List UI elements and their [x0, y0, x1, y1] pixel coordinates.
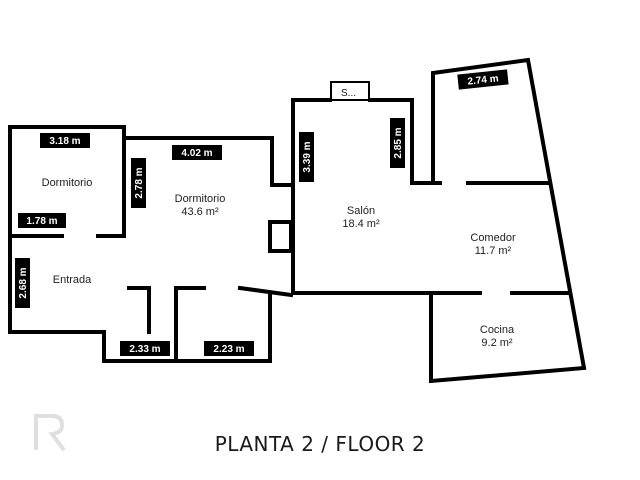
- dimension-text: 2.78 m: [134, 167, 145, 198]
- dimension-label: 3.39 m: [299, 132, 314, 182]
- dimension-text: 2.74 m: [467, 73, 499, 87]
- watermark-logo-icon: [34, 414, 66, 452]
- room-name: Entrada: [53, 274, 92, 286]
- walls: [8, 57, 587, 384]
- dimension-label: 2.68 m: [15, 258, 30, 308]
- room-area: 43.6 m²: [181, 206, 219, 218]
- dimension-label: 2.78 m: [131, 158, 146, 208]
- dimension-label: 2.23 m: [204, 341, 254, 356]
- room-name: Comedor: [470, 232, 516, 244]
- room-name: Cocina: [480, 324, 515, 336]
- dimension-text: 3.18 m: [49, 136, 80, 147]
- wall: [237, 285, 294, 298]
- room-name: Dormitorio: [175, 193, 226, 205]
- dimension-label: 4.02 m: [172, 145, 222, 160]
- dimension-label: 3.18 m: [40, 133, 90, 148]
- small-box-frame: [330, 81, 370, 101]
- dimension-label: 2.33 m: [120, 341, 170, 356]
- room-name: Salón: [347, 205, 375, 217]
- plan-caption: PLANTA 2 / FLOOR 2: [214, 432, 426, 456]
- dimension-text: 1.78 m: [26, 216, 57, 227]
- wall: [429, 57, 587, 384]
- dimension-text: 2.68 m: [18, 267, 29, 298]
- column: [268, 220, 293, 253]
- wall: [8, 125, 126, 238]
- wall: [8, 125, 106, 334]
- dimension-label: 2.74 m: [457, 69, 509, 90]
- wall: [127, 286, 151, 334]
- room-area: 9.2 m²: [481, 337, 513, 349]
- dimension-text: 3.39 m: [302, 141, 313, 172]
- dimension-text: 2.23 m: [213, 344, 244, 355]
- wall: [102, 294, 272, 363]
- dimension-label: 2.85 m: [390, 118, 405, 168]
- wall: [368, 98, 442, 185]
- room-area: 11.7 m²: [475, 245, 512, 257]
- wall: [122, 136, 295, 187]
- dimension-text: 4.02 m: [181, 148, 212, 159]
- room-area: 18.4 m²: [342, 218, 380, 230]
- dimension-text: 2.33 m: [129, 344, 160, 355]
- room-name: Dormitorio: [42, 177, 93, 189]
- dimension-text: 2.85 m: [393, 127, 404, 158]
- dimension-label: 1.78 m: [18, 213, 66, 228]
- small-box-label: S...: [341, 88, 356, 99]
